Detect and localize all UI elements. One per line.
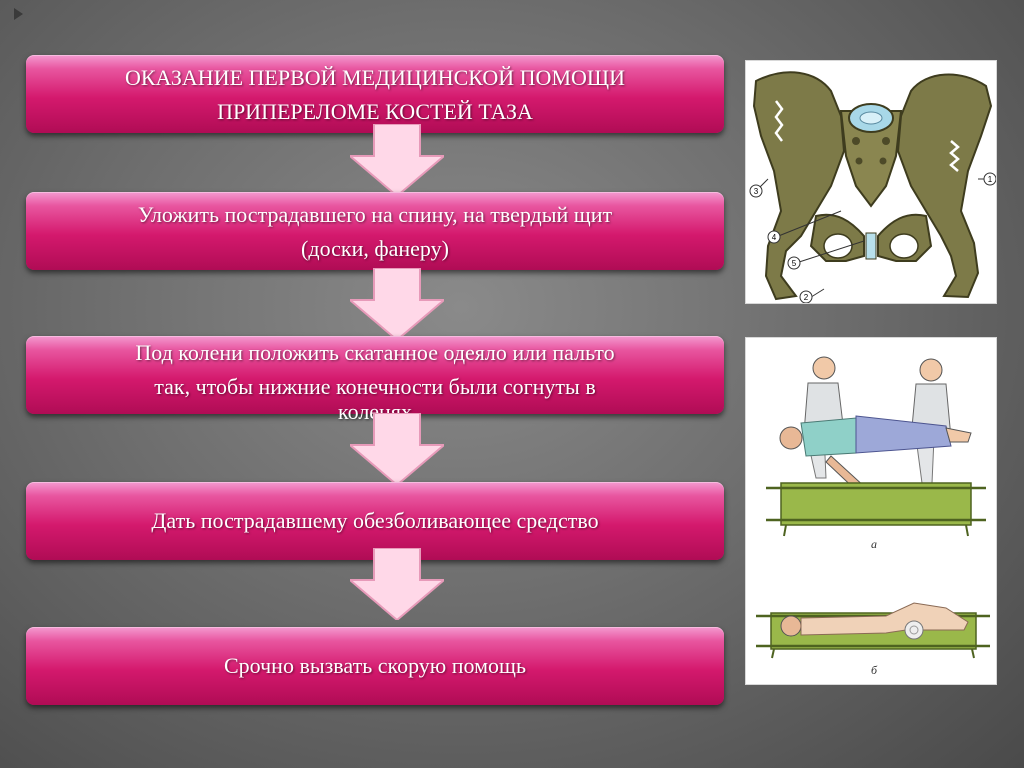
scene-label-a: а xyxy=(871,537,877,551)
stretcher-transport-illustration: а б xyxy=(745,337,997,685)
scene-label-b: б xyxy=(871,663,878,677)
step-1-line-1: Уложить пострадавшего на спину, на тверд… xyxy=(137,202,613,227)
step-box-4: Срочно вызвать скорую помощь xyxy=(26,627,724,705)
step-box-3: Дать пострадавшему обезболивающее средст… xyxy=(26,482,724,560)
title-line-2: ПРИПЕРЕЛОМЕ КОСТЕЙ ТАЗА xyxy=(217,99,533,124)
title-box: ОКАЗАНИЕ ПЕРВОЙ МЕДИЦИНСКОЙ ПОМОЩИ ПРИПЕ… xyxy=(26,55,724,133)
pelvis-marker-3: 3 xyxy=(754,187,759,196)
step-2-line-1: Под колени положить скатанное одеяло или… xyxy=(135,340,615,365)
step-box-2: Под колени положить скатанное одеяло или… xyxy=(26,336,724,423)
step-4-text: Срочно вызвать скорую помощь xyxy=(224,653,526,678)
pelvis-marker-4: 4 xyxy=(772,233,777,242)
pelvis-marker-2: 2 xyxy=(804,293,809,302)
step-2-line-2: так, чтобы нижние конечности были согнут… xyxy=(154,374,596,399)
down-arrow-icon xyxy=(350,124,444,196)
stretcher-scene-image: а б xyxy=(756,356,990,677)
down-arrow-icon xyxy=(350,413,444,485)
down-arrow-icon xyxy=(350,268,444,340)
pelvis-bone-image: 1 2 3 4 5 xyxy=(749,71,997,304)
pelvis-marker-5: 5 xyxy=(792,259,797,268)
step-1-line-2: (доски, фанеру) xyxy=(301,236,449,261)
pelvis-fracture-illustration: 1 2 3 4 5 xyxy=(745,60,997,304)
pelvis-marker-1: 1 xyxy=(988,175,993,184)
slide-corner-marker xyxy=(14,8,23,20)
step-box-1: Уложить пострадавшего на спину, на тверд… xyxy=(26,192,724,270)
step-3-text: Дать пострадавшему обезболивающее средст… xyxy=(151,508,599,533)
title-line-1: ОКАЗАНИЕ ПЕРВОЙ МЕДИЦИНСКОЙ ПОМОЩИ xyxy=(125,65,625,90)
down-arrow-icon xyxy=(350,548,444,620)
